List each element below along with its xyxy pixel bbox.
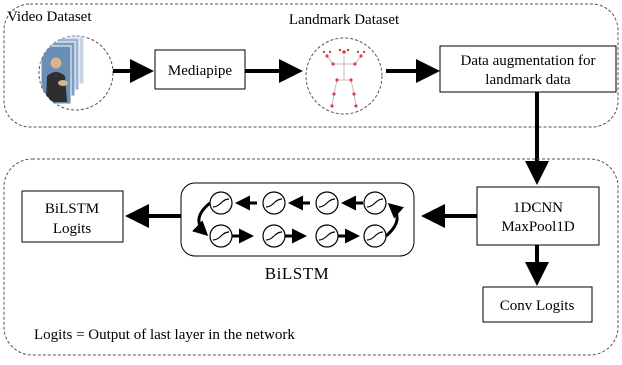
bilstm-left-curve [192, 201, 211, 237]
bilstm-logits-box: BiLSTM Logits [21, 190, 124, 243]
conv-logits-box: Conv Logits [482, 286, 593, 323]
top-panel [3, 3, 619, 128]
lstm-cell [363, 191, 387, 215]
lstm-cell [262, 224, 286, 248]
lstm-cell [363, 224, 387, 248]
lstm-cell [315, 191, 339, 215]
lstm-cell [315, 224, 339, 248]
bilstm-label: BiLSTM [265, 264, 329, 283]
lstm-cell [209, 191, 233, 215]
landmark-dataset-label: Landmark Dataset [289, 12, 400, 28]
conv-logits-label: Conv Logits [500, 298, 575, 314]
cnn-label-line2: MaxPool1D [501, 219, 575, 235]
augmentation-box: Data augmentation for landmark data [439, 45, 617, 93]
bilstm-backward-row [209, 191, 387, 215]
lstm-cell [209, 224, 233, 248]
video-dataset-label: Video Dataset [7, 9, 92, 25]
bilstm-logits-label-line1: BiLSTM [45, 201, 99, 217]
lstm-cell [262, 191, 286, 215]
cnn-label-line1: 1DCNN [513, 200, 563, 216]
mediapipe-box: Mediapipe [154, 49, 246, 90]
bilstm-logits-label-line2: Logits [53, 221, 91, 237]
footnote: Logits = Output of last layer in the net… [34, 327, 295, 343]
bilstm-block [180, 182, 415, 257]
landmark-dataset-thumbnail [305, 37, 383, 115]
bottom-panel [3, 158, 619, 356]
bilstm-right-curve [385, 203, 404, 238]
mediapipe-label: Mediapipe [168, 63, 232, 79]
augmentation-label-line2: landmark data [485, 72, 571, 88]
bilstm-forward-row [209, 224, 387, 248]
video-dataset-thumbnail [38, 35, 114, 111]
augmentation-label-line1: Data augmentation for [461, 53, 596, 69]
cnn-box: 1DCNN MaxPool1D [476, 186, 600, 246]
